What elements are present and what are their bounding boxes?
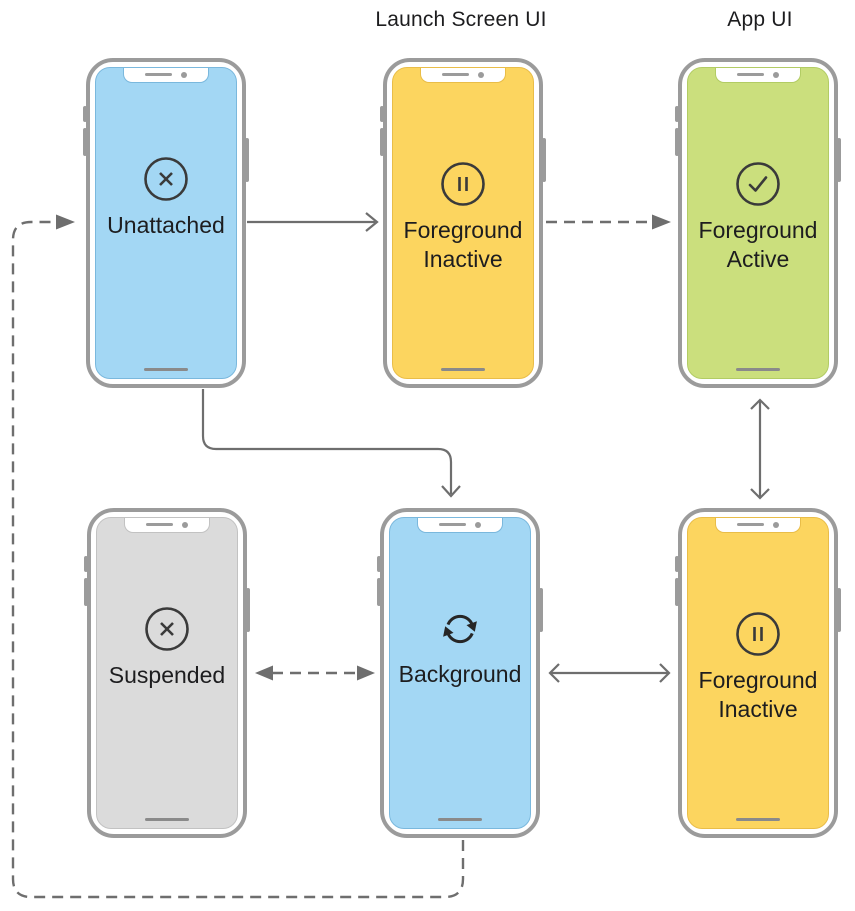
home-indicator (145, 818, 189, 821)
side-button (377, 556, 381, 572)
side-button (84, 578, 88, 606)
state-label: Foreground Active (698, 217, 818, 272)
arrow-unattached-to-background (201, 389, 461, 498)
state-label: Foreground Inactive (698, 667, 818, 722)
screen: Unattached (95, 67, 237, 379)
side-button (539, 588, 543, 632)
phone-unattached: Unattached (83, 58, 249, 388)
side-button (380, 128, 384, 156)
notch (715, 518, 801, 533)
phone-foreground-inactive-bottom: Foreground Inactive (675, 508, 841, 838)
side-button (245, 138, 249, 182)
sync-icon (438, 607, 482, 651)
pause-circle-icon (735, 611, 781, 657)
side-button (837, 588, 841, 632)
notch (123, 68, 209, 83)
side-button (675, 578, 679, 606)
x-circle-icon (144, 606, 190, 652)
side-button (675, 556, 679, 572)
side-button (83, 106, 87, 122)
side-button (675, 106, 679, 122)
arrow-background-foreground-inactive (548, 663, 671, 683)
camera-dot (475, 521, 481, 528)
phone-background: Background (377, 508, 543, 838)
screen: Background (389, 517, 531, 829)
screen: Foreground Active (687, 67, 829, 379)
camera-dot (773, 521, 779, 528)
speaker-line (145, 73, 172, 76)
screen: Foreground Inactive (687, 517, 829, 829)
screen: Foreground Inactive (392, 67, 534, 379)
home-indicator (736, 818, 780, 821)
arrow-background-to-unattached-loop (11, 214, 465, 899)
arrow-foreground-active-inactive-vertical (750, 398, 770, 500)
speaker-line (737, 523, 764, 526)
camera-dot (478, 71, 484, 78)
side-button (84, 556, 88, 572)
camera-dot (181, 71, 187, 78)
speaker-line (737, 73, 764, 76)
notch (420, 68, 506, 83)
side-button (83, 128, 87, 156)
arrow-suspended-background-dashed (255, 665, 375, 681)
phone-foreground-inactive-launch: Foreground Inactive (380, 58, 546, 388)
arrow-foreground-inactive-to-active (546, 214, 671, 230)
camera-dot (182, 521, 188, 528)
speaker-line (439, 523, 466, 526)
home-indicator (441, 368, 485, 371)
speaker-line (146, 523, 173, 526)
state-label: Foreground Inactive (403, 217, 523, 272)
screen: Suspended (96, 517, 238, 829)
home-indicator (438, 818, 482, 821)
camera-dot (773, 71, 779, 78)
check-circle-icon (735, 161, 781, 207)
phone-suspended: Suspended (84, 508, 250, 838)
side-button (380, 106, 384, 122)
side-button (246, 588, 250, 632)
notch (417, 518, 503, 533)
side-button (837, 138, 841, 182)
phone-foreground-active: Foreground Active (675, 58, 841, 388)
column-header-launch-screen-ui: Launch Screen UI (375, 8, 547, 31)
x-circle-icon (143, 156, 189, 202)
home-indicator (736, 368, 780, 371)
state-label: Background (398, 661, 522, 688)
column-header-app-ui: App UI (727, 8, 793, 31)
side-button (377, 578, 381, 606)
home-indicator (144, 368, 188, 371)
arrow-unattached-to-foreground-inactive (247, 212, 379, 232)
speaker-line (442, 73, 469, 76)
state-label: Unattached (107, 212, 225, 239)
notch (715, 68, 801, 83)
state-label: Suspended (108, 662, 226, 689)
side-button (542, 138, 546, 182)
side-button (675, 128, 679, 156)
notch (124, 518, 210, 533)
pause-circle-icon (440, 161, 486, 207)
